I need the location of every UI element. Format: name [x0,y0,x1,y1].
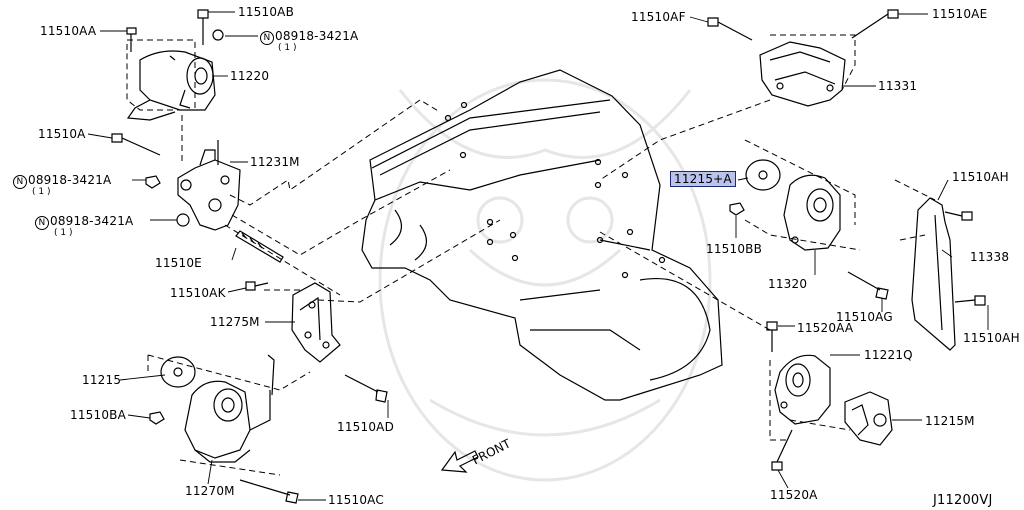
label-11331[interactable]: 11331 [878,79,918,93]
label-11510AK[interactable]: 11510AK [170,286,226,300]
label-11215M[interactable]: 11215M [925,414,975,428]
label-11510AF[interactable]: 11510AF [631,10,686,24]
qty-08918-top: ( 1 ) [278,43,297,53]
qty-08918-low: ( 1 ) [54,228,73,238]
label-11520AA[interactable]: 11520AA [797,321,854,335]
bracket-11275M [291,282,341,363]
label-11215A-highlighted[interactable]: 11215+A [670,171,736,187]
label-11510A[interactable]: 11510A [38,127,86,141]
watermark-logo [378,78,712,482]
label-11320[interactable]: 11320 [768,277,808,291]
insulator-11215 [160,356,196,388]
stud-11510E [235,230,284,263]
dashed-guides [126,34,936,476]
mount-11221Q [774,354,831,425]
bracket-11215M [844,391,893,446]
nut-symbol-icon: N [35,216,49,230]
label-11510AC[interactable]: 11510AC [328,493,384,507]
label-08918-mid-text: 08918-3421A [28,173,112,187]
label-11510AG[interactable]: 11510AG [836,310,893,324]
label-11220[interactable]: 11220 [230,69,270,83]
label-08918-low-text: 08918-3421A [50,214,134,228]
label-11510AH-top[interactable]: 11510AH [952,170,1009,184]
label-11270M[interactable]: 11270M [185,484,235,498]
label-11510E[interactable]: 11510E [155,256,202,270]
label-11215[interactable]: 11215 [82,373,122,387]
label-11510BA[interactable]: 11510BA [70,408,127,422]
qty-08918-mid: ( 1 ) [32,187,51,197]
label-11510BB[interactable]: 11510BB [706,242,763,256]
label-11510AA[interactable]: 11510AA [40,24,97,38]
nut-symbol-icon: N [260,31,274,45]
label-11510AE[interactable]: 11510AE [932,7,988,21]
label-11510AH-low[interactable]: 11510AH [963,331,1020,345]
nut-symbol-icon: N [13,175,27,189]
leader-lines [87,11,989,501]
front-arrow [440,450,479,473]
bracket-11331 [759,41,846,107]
label-11275M[interactable]: 11275M [210,315,260,329]
label-11221Q[interactable]: 11221Q [864,348,913,362]
engine-block [361,69,723,401]
label-11520A[interactable]: 11520A [770,488,818,502]
label-08918-top-text: 08918-3421A [275,29,359,43]
bracket-11231M [177,140,241,231]
label-11338[interactable]: 11338 [970,250,1010,264]
insulator-11215A [745,159,781,191]
plate-11338 [911,197,956,351]
mount-11270M [184,354,275,463]
label-11510AD[interactable]: 11510AD [337,420,395,434]
diagram-id: J11200VJ [933,493,993,508]
label-11510AB[interactable]: 11510AB [238,5,295,19]
label-11231M[interactable]: 11231M [250,155,300,169]
bolts [111,9,986,504]
mount-11320 [783,174,841,251]
